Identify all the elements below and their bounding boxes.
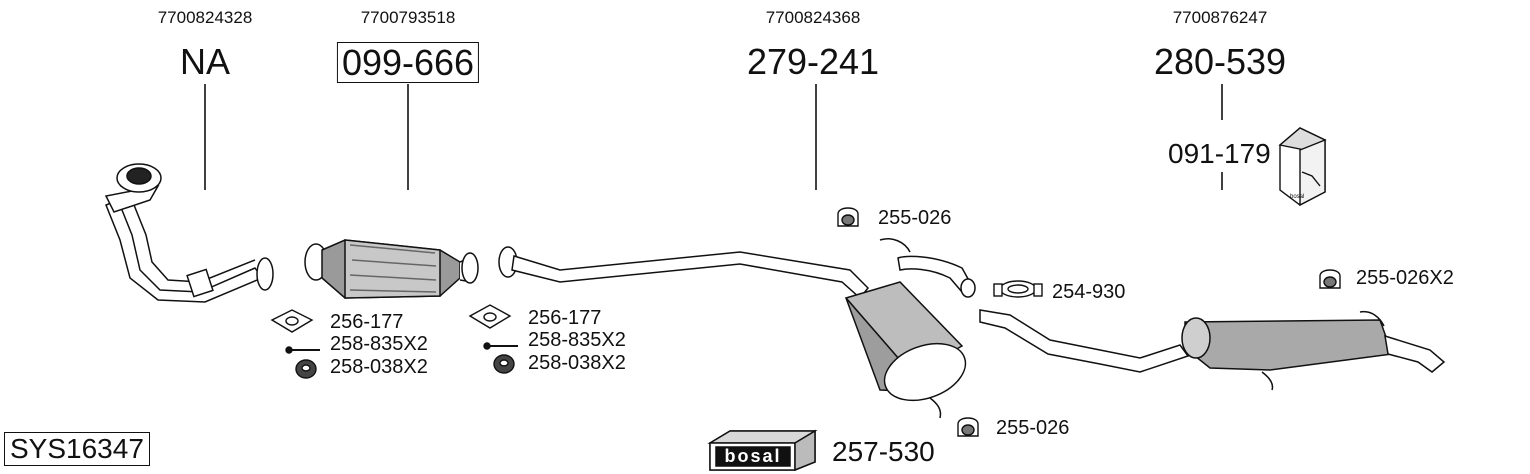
kit-part-number[interactable]: 091-179: [1168, 138, 1271, 169]
part-number-na[interactable]: NA: [179, 41, 231, 82]
rear-pipe-and-muffler: [979, 309, 1446, 391]
oe-number-1: 7700824328: [157, 8, 253, 27]
part-number-rear-muffler[interactable]: 280-539: [1153, 41, 1287, 82]
nut-2-label[interactable]: 258-038X2: [528, 352, 626, 374]
front-downpipe: [104, 163, 274, 303]
nut-1-label[interactable]: 258-038X2: [330, 356, 428, 378]
hanger-top-label[interactable]: 255-026: [878, 207, 952, 229]
gasket-hardware-2: [468, 304, 518, 374]
hanger-rear-label[interactable]: 255-026X2: [1356, 267, 1454, 289]
part-number-center-muffler[interactable]: 279-241: [746, 41, 880, 82]
gasket-2-label[interactable]: 256-177: [528, 307, 602, 329]
gasket-1-label[interactable]: 256-177: [330, 311, 404, 333]
hanger-bottom-label[interactable]: 255-026: [996, 417, 1070, 439]
product-box-logo: bosal: [724, 446, 781, 466]
oe-number-4: 7700876247: [1172, 8, 1268, 27]
kit-box-logo: bosal: [1290, 194, 1304, 200]
clamp-icon: [993, 280, 1043, 298]
clamp-label[interactable]: 254-930: [1052, 281, 1126, 303]
catalytic-converter: [304, 239, 479, 299]
product-box-icon: [707, 429, 818, 472]
box-part-number[interactable]: 257-530: [832, 436, 935, 467]
hanger-icon-rear: [1319, 269, 1341, 289]
system-code: SYS16347: [4, 432, 150, 466]
part-number-catalytic[interactable]: 099-666: [336, 42, 480, 83]
center-muffler: [844, 238, 976, 419]
bolt-2-label[interactable]: 258-835X2: [528, 329, 626, 351]
hanger-icon-top: [837, 207, 859, 227]
oe-number-2: 7700793518: [360, 8, 456, 27]
gasket-hardware-1: [270, 309, 320, 379]
bolt-1-label[interactable]: 258-835X2: [330, 333, 428, 355]
oe-number-3: 7700824368: [765, 8, 861, 27]
intermediate-pipe: [498, 246, 870, 300]
kit-box-icon: bosal: [1278, 127, 1327, 207]
hanger-icon-bottom: [957, 417, 979, 437]
